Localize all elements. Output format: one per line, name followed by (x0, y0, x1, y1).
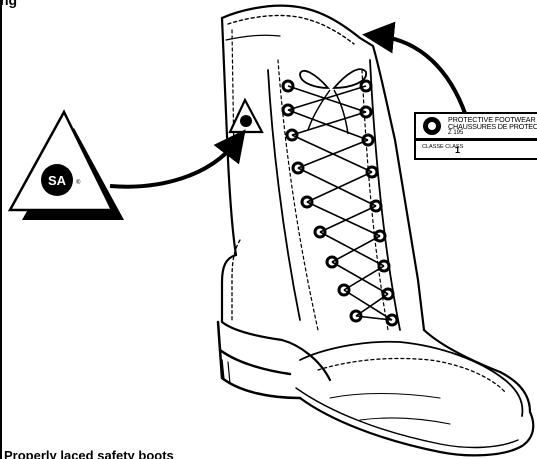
caption-fragment: Properly laced safety boots (4, 449, 304, 459)
label-class-value: 1 (455, 145, 460, 155)
boot-laces (288, 69, 392, 320)
label-line-3: Z 195 (448, 130, 463, 136)
boot-eyelets (283, 81, 397, 325)
boot-toe (282, 330, 533, 455)
csa-triangle-small-icon (230, 100, 262, 132)
boot-heel (218, 240, 300, 398)
arrow-icon-label (378, 36, 466, 116)
label-class-label: CLASSE CLASS (422, 145, 442, 150)
caption: Properly laced safety boots (4, 449, 304, 459)
csa-triangle-icon: SA ® (10, 112, 124, 220)
csa-mark-text: SA (48, 173, 67, 188)
boot-shaft (222, 6, 424, 330)
svg-text:®: ® (76, 179, 81, 186)
arrow-icon (110, 142, 236, 187)
